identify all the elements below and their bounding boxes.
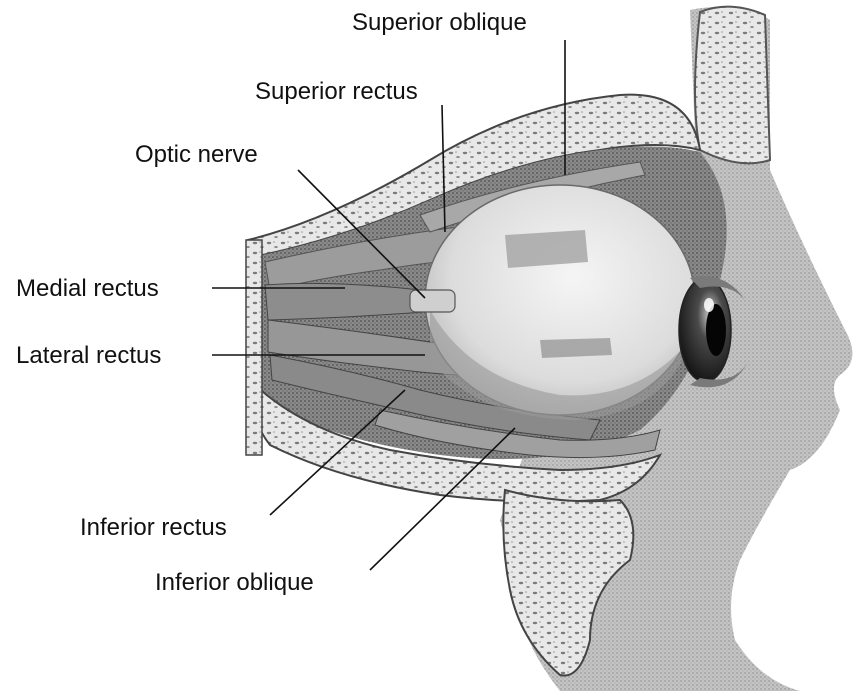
- lateral-rectus-insertion: [540, 338, 612, 358]
- label-medial-rectus: Medial rectus: [16, 275, 159, 302]
- label-lateral-rectus: Lateral rectus: [16, 342, 161, 369]
- nasal-bone: [695, 7, 770, 164]
- label-superior-oblique: Superior oblique: [352, 9, 527, 36]
- label-optic-nerve: Optic nerve: [135, 141, 258, 168]
- cornea-highlight: [704, 298, 714, 312]
- optic-nerve: [410, 290, 455, 312]
- orbital-medial-wall: [246, 240, 262, 455]
- label-inferior-oblique: Inferior oblique: [155, 569, 314, 596]
- superior-rectus-insertion: [505, 230, 588, 268]
- label-superior-rectus: Superior rectus: [255, 78, 418, 105]
- label-inferior-rectus: Inferior rectus: [80, 514, 227, 541]
